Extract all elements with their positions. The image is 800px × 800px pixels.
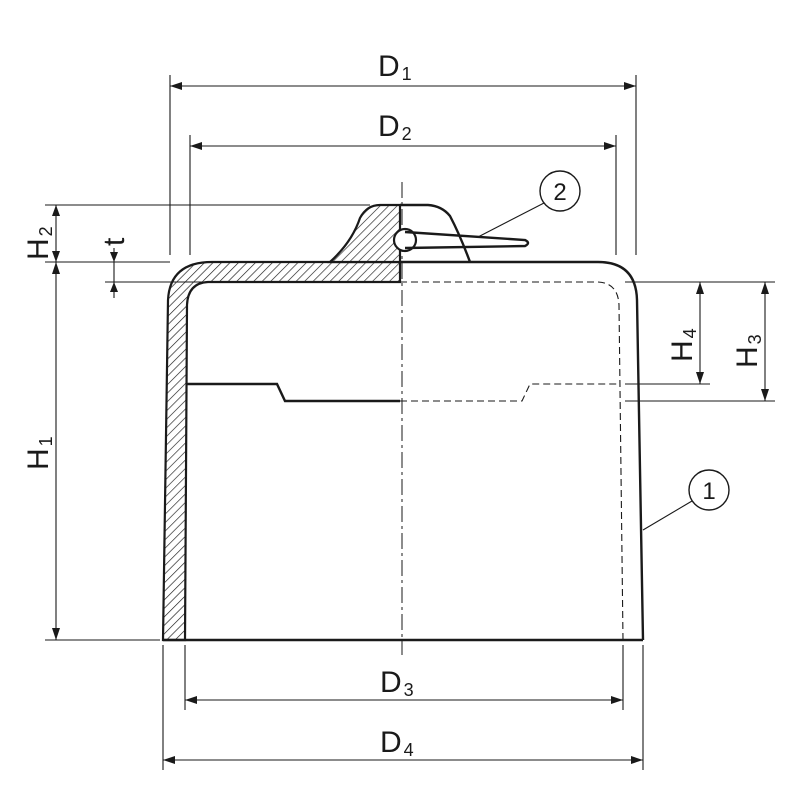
d2-arrow-left: [190, 142, 202, 150]
d4-arrow-right: [631, 756, 643, 764]
h1-arrow-top: [52, 262, 60, 274]
callout-1-circle: [688, 469, 730, 511]
h1-label: H1: [22, 436, 56, 470]
h4-arrow-bottom: [696, 372, 704, 384]
knob-section: [327, 203, 402, 264]
callout-2-number: 2: [553, 179, 566, 206]
h2-arrow-bottom: [52, 251, 60, 262]
callout-2-circle: [539, 170, 581, 212]
left-wall-section: [161, 260, 402, 642]
d3-arrow-left: [185, 696, 197, 704]
d4-arrow-left: [163, 756, 175, 764]
h3-label: H3: [731, 334, 765, 368]
svg-text:H1: H1: [22, 436, 56, 470]
internal-step-right-hidden: [400, 383, 619, 402]
h3-arrow-top: [761, 282, 769, 294]
callout-2-leader: [477, 202, 545, 238]
t-arrow-bottom: [110, 282, 118, 292]
d3-arrow-right: [611, 696, 623, 704]
d1-arrow-left: [170, 82, 182, 90]
pull-tab: [404, 230, 530, 250]
callout-1-number: 1: [702, 478, 715, 505]
internal-step-left: [187, 382, 400, 403]
t-label: t: [98, 237, 131, 246]
svg-text:H4: H4: [666, 328, 700, 362]
h4-label: H4: [666, 328, 700, 362]
h3-arrow-bottom: [761, 389, 769, 401]
d1-arrow-right: [624, 82, 636, 90]
d2-arrow-right: [604, 142, 616, 150]
t-arrow-top: [110, 252, 118, 262]
svg-text:H3: H3: [731, 334, 765, 368]
h2-arrow-top: [52, 205, 60, 216]
ring-hole: [392, 227, 418, 253]
callout-1-leader: [642, 500, 693, 531]
h1-arrow-bottom: [52, 628, 60, 640]
svg-text:t: t: [98, 237, 131, 246]
svg-text:H2: H2: [22, 226, 56, 260]
h4-arrow-top: [696, 282, 704, 294]
h2-label: H2: [22, 226, 56, 260]
right-inner-wall-hidden: [400, 281, 624, 641]
right-outer-wall: [400, 260, 645, 641]
